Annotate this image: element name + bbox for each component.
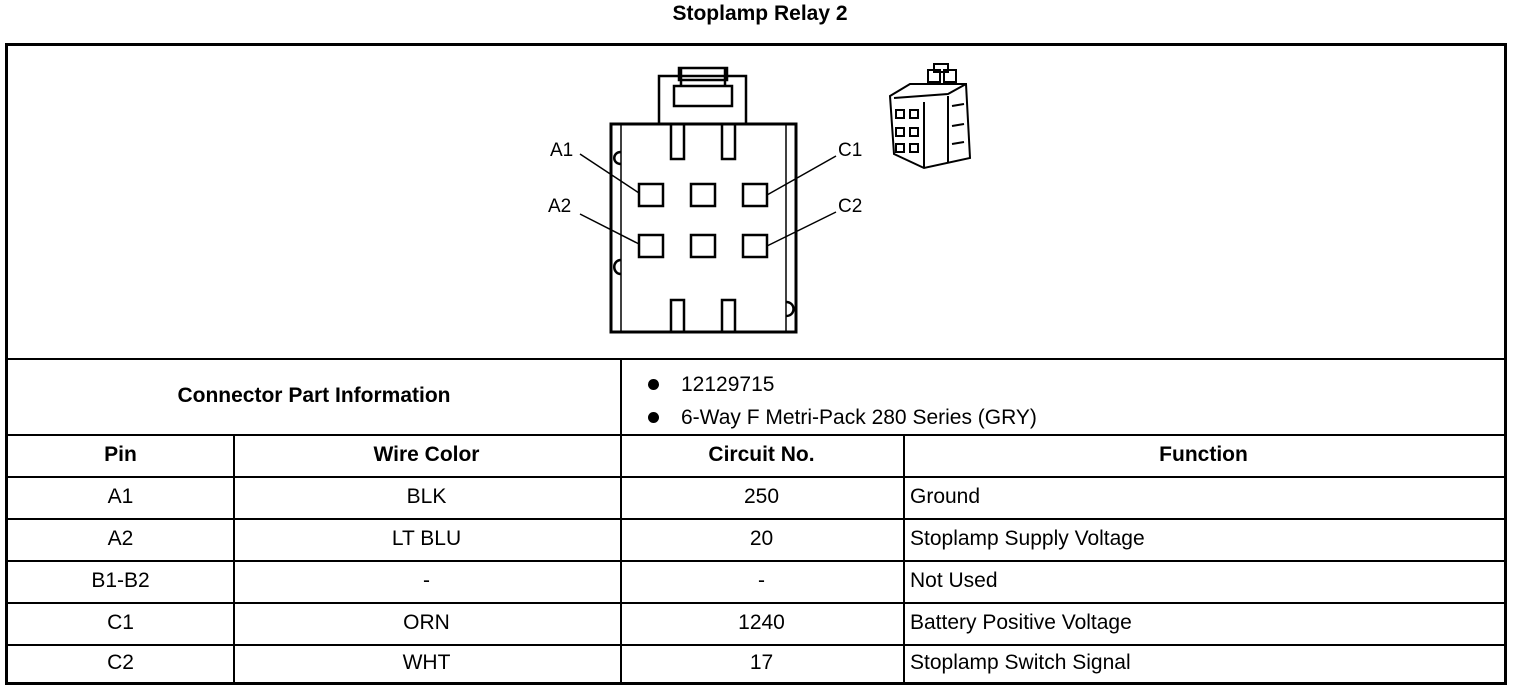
table-cell-pin: B1-B2	[91, 569, 150, 592]
table-cell-function: Stoplamp Supply Voltage	[910, 527, 1145, 550]
table-cell-function: Battery Positive Voltage	[910, 611, 1132, 634]
table-cell-wire-color: WHT	[402, 651, 451, 674]
table-cell-pin: C1	[107, 611, 134, 634]
table-cell-pin: A2	[107, 527, 134, 550]
part-number: 12129715	[681, 373, 775, 396]
table-cell-wire-color: BLK	[406, 485, 447, 508]
divider	[8, 644, 1504, 646]
divider	[233, 434, 235, 682]
table-cell-circuit: 1240	[738, 611, 785, 634]
table-cell-wire-color: ORN	[403, 611, 450, 634]
table-cell-circuit: 17	[749, 651, 774, 674]
column-header-function: Function	[1159, 443, 1248, 466]
divider	[8, 434, 1504, 436]
table-cell-function: Ground	[910, 485, 981, 508]
table-cell-wire-color: LT BLU	[391, 527, 462, 550]
table-cell-pin: C2	[107, 651, 134, 674]
pin-label-c2: C2	[838, 196, 862, 217]
table-cell-pin: A1	[107, 485, 134, 508]
divider	[8, 518, 1504, 520]
connector-info-list: 12129715 6-Way F Metri-Pack 280 Series (…	[644, 368, 1037, 434]
list-item: 6-Way F Metri-Pack 280 Series (GRY)	[644, 401, 1037, 434]
table-cell-circuit: -	[758, 569, 765, 592]
connector-isometric-icon	[888, 63, 972, 170]
connector-diagram: A1 A2 C1 C2	[548, 63, 972, 334]
list-item: 12129715	[644, 368, 1037, 401]
table-cell-function: Stoplamp Switch Signal	[910, 651, 1131, 674]
divider	[903, 434, 905, 682]
divider	[620, 358, 622, 682]
pin-label-c1: C1	[838, 140, 862, 161]
column-header-circuit: Circuit No.	[708, 443, 815, 466]
connector-table: A1 A2 C1 C2 Connector Part Information 1…	[5, 43, 1507, 685]
table-cell-function: Not Used	[910, 569, 998, 592]
connector-info-label: Connector Part Information	[177, 384, 451, 407]
table-cell-circuit: 250	[743, 485, 780, 508]
column-header-pin: Pin	[104, 443, 137, 466]
column-header-wire-color: Wire Color	[373, 443, 480, 466]
bullet-icon	[648, 379, 659, 390]
bullet-icon	[648, 412, 659, 423]
divider	[8, 358, 1504, 360]
divider	[8, 560, 1504, 562]
divider	[8, 602, 1504, 604]
divider	[8, 476, 1504, 478]
pin-label-a2: A2	[548, 196, 571, 217]
page-title: Stoplamp Relay 2	[672, 2, 848, 25]
table-cell-circuit: 20	[749, 527, 774, 550]
table-cell-wire-color: -	[423, 569, 430, 592]
connector-description: 6-Way F Metri-Pack 280 Series (GRY)	[681, 406, 1037, 429]
pin-label-a1: A1	[550, 140, 573, 161]
